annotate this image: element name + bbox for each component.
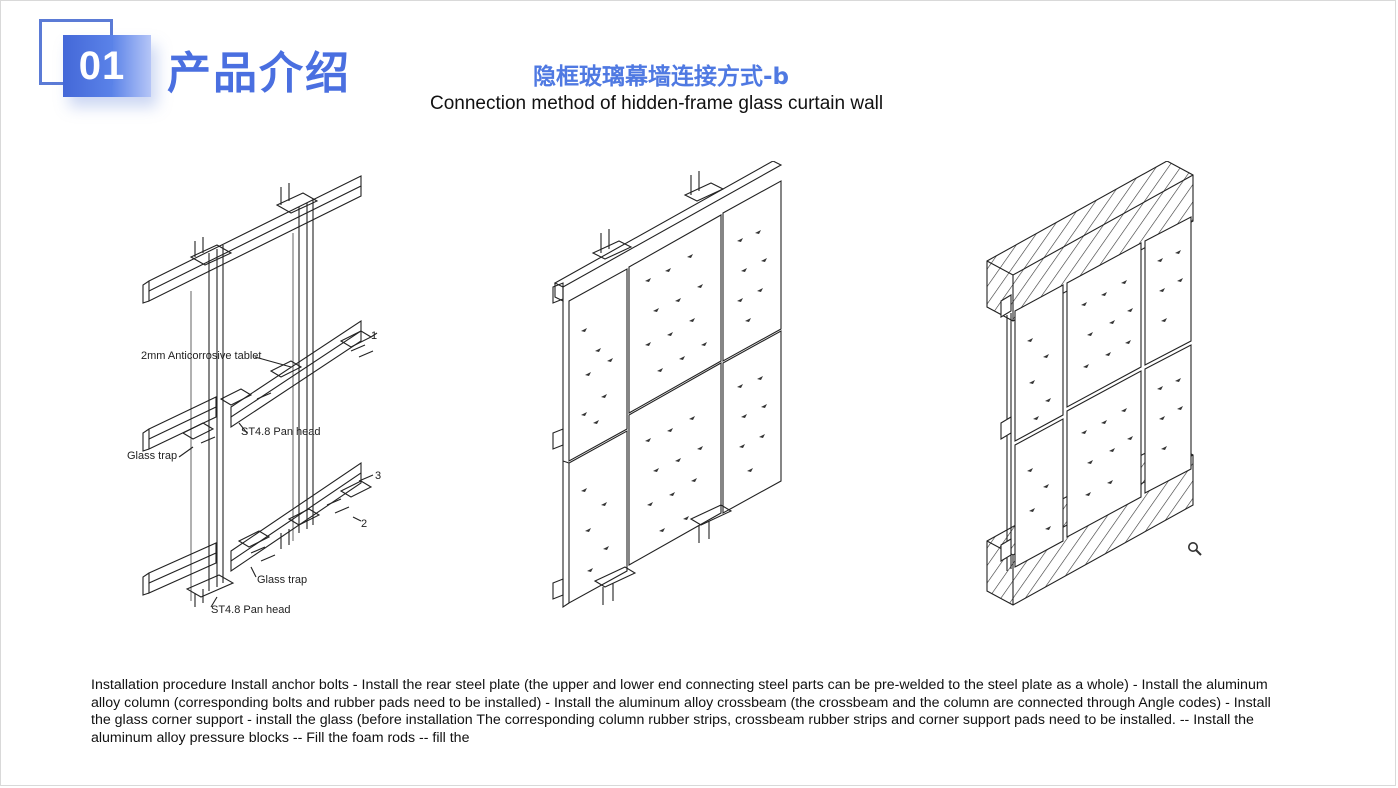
callout-3: 3 [375, 470, 381, 482]
label-pan-head-1: ST4.8 Pan head [241, 426, 321, 438]
page-title-cn: 隐框玻璃幕墙连接方式-b [533, 64, 790, 90]
assembled-panels-diagram [552, 161, 783, 609]
frame-structure-diagram: 2mm Anticorrosive tablet ST4.8 Pan head … [127, 175, 381, 616]
panel-hatch [581, 230, 767, 572]
label-anticorrosive-tablet: 2mm Anticorrosive tablet [141, 350, 261, 362]
page-title-en: Connection method of hidden-frame glass … [430, 93, 884, 114]
label-glass-trap-2: Glass trap [257, 574, 307, 586]
section-title: 产品介绍 [167, 48, 351, 99]
label-pan-head-2: ST4.8 Pan head [211, 604, 291, 616]
installed-wall-diagram [986, 161, 1194, 606]
callout-2: 2 [361, 518, 367, 530]
magnifier-icon[interactable] [1187, 541, 1203, 557]
section-number-badge: 01 [63, 35, 151, 97]
section-number: 01 [78, 43, 126, 88]
callout-1: 1 [371, 330, 377, 342]
installation-procedure-text: Installation procedure Install anchor bo… [91, 677, 1271, 746]
label-glass-trap-1: Glass trap [127, 450, 177, 462]
